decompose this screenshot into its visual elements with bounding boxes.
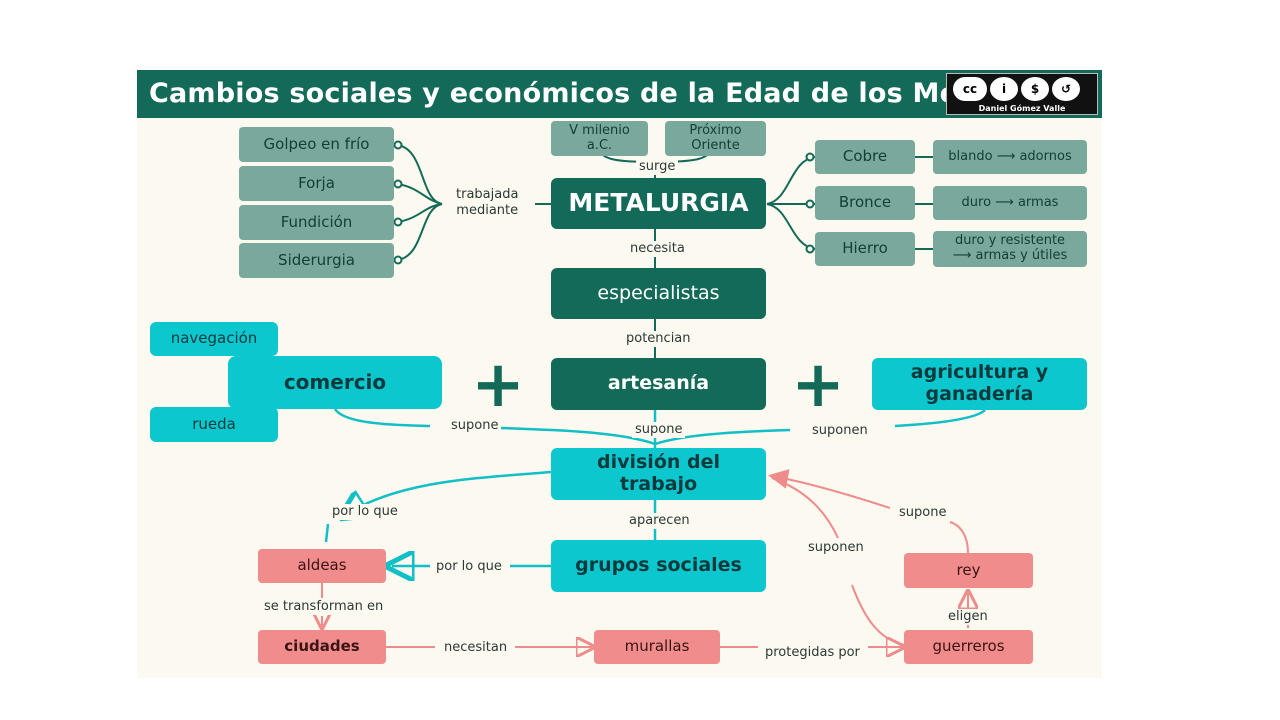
node-division-trabajo: división del trabajo [551, 448, 766, 500]
node-rueda: rueda [150, 407, 278, 442]
label-se-transforman: se transforman en [261, 599, 387, 616]
node-siderurgia: Siderurgia [239, 243, 394, 278]
cc-glyph: cc [953, 77, 987, 101]
label-eligen: eligen [945, 609, 991, 626]
label-necesita: necesita [627, 241, 688, 258]
page-title: Cambios sociales y económicos de la Edad… [149, 78, 1034, 109]
node-especialistas: especialistas [551, 268, 766, 319]
connector-dots [393, 140, 815, 265]
label-supone-artesania: supone [632, 422, 686, 439]
by-glyph: i [990, 77, 1018, 101]
node-ciudades: ciudades [258, 630, 386, 664]
label-suponen-agricultura: suponen [809, 423, 871, 440]
nc-glyph: $ [1021, 77, 1049, 101]
author-name: Daniel Gómez Valle [978, 104, 1066, 113]
header-bar [137, 70, 1102, 118]
sa-glyph: ↺ [1052, 77, 1080, 101]
label-por-lo-que-grupos: por lo que [433, 559, 505, 576]
node-guerreros: guerreros [904, 630, 1033, 664]
label-protegidas-por: protegidas por [762, 645, 863, 662]
node-bronce-uso: duro ⟶ armas [933, 186, 1087, 220]
node-golpeo: Golpeo en frío [239, 127, 394, 162]
node-metalurgia: METALURGIA [551, 178, 766, 229]
node-comercio: comercio [228, 356, 442, 409]
label-supone-rey: supone [896, 505, 950, 522]
node-hierro: Hierro [815, 232, 915, 266]
node-v-milenio: V milenio a.C. [551, 121, 648, 156]
node-navegacion: navegación [150, 322, 278, 356]
node-aldeas: aldeas [258, 549, 386, 583]
node-murallas: murallas [594, 630, 720, 664]
cyan-connectors [324, 408, 986, 566]
node-cobre-uso: blando ⟶ adornos [933, 140, 1087, 174]
plus-sign-right: + [791, 348, 845, 423]
label-trabajada-mediante: trabajada mediante [453, 187, 522, 220]
plus-sign-left: + [471, 348, 525, 423]
label-necesitan: necesitan [441, 640, 511, 657]
label-supone-comercio: supone [448, 418, 502, 435]
node-proximo-oriente: Próximo Oriente [665, 121, 766, 156]
label-potencian: potencian [623, 331, 694, 348]
label-por-lo-que-division: por lo que [329, 504, 401, 521]
node-cobre: Cobre [815, 140, 915, 174]
node-rey: rey [904, 553, 1033, 588]
node-hierro-uso: duro y resistente ⟶ armas y útiles [933, 231, 1087, 267]
node-fundicion: Fundición [239, 205, 394, 240]
label-surge: surge [636, 159, 679, 176]
node-forja: Forja [239, 166, 394, 201]
creative-commons-by-nc-sa-icon: cc i $ ↺ Daniel Gómez Valle [946, 73, 1098, 115]
node-bronce: Bronce [815, 186, 915, 220]
node-agricultura: agricultura y ganadería [872, 358, 1087, 410]
node-grupos-sociales: grupos sociales [551, 540, 766, 592]
pink-connectors [322, 469, 968, 647]
label-aparecen: aparecen [626, 513, 693, 530]
node-artesania: artesanía [551, 358, 766, 410]
label-suponen-guerreros: suponen [805, 540, 867, 557]
